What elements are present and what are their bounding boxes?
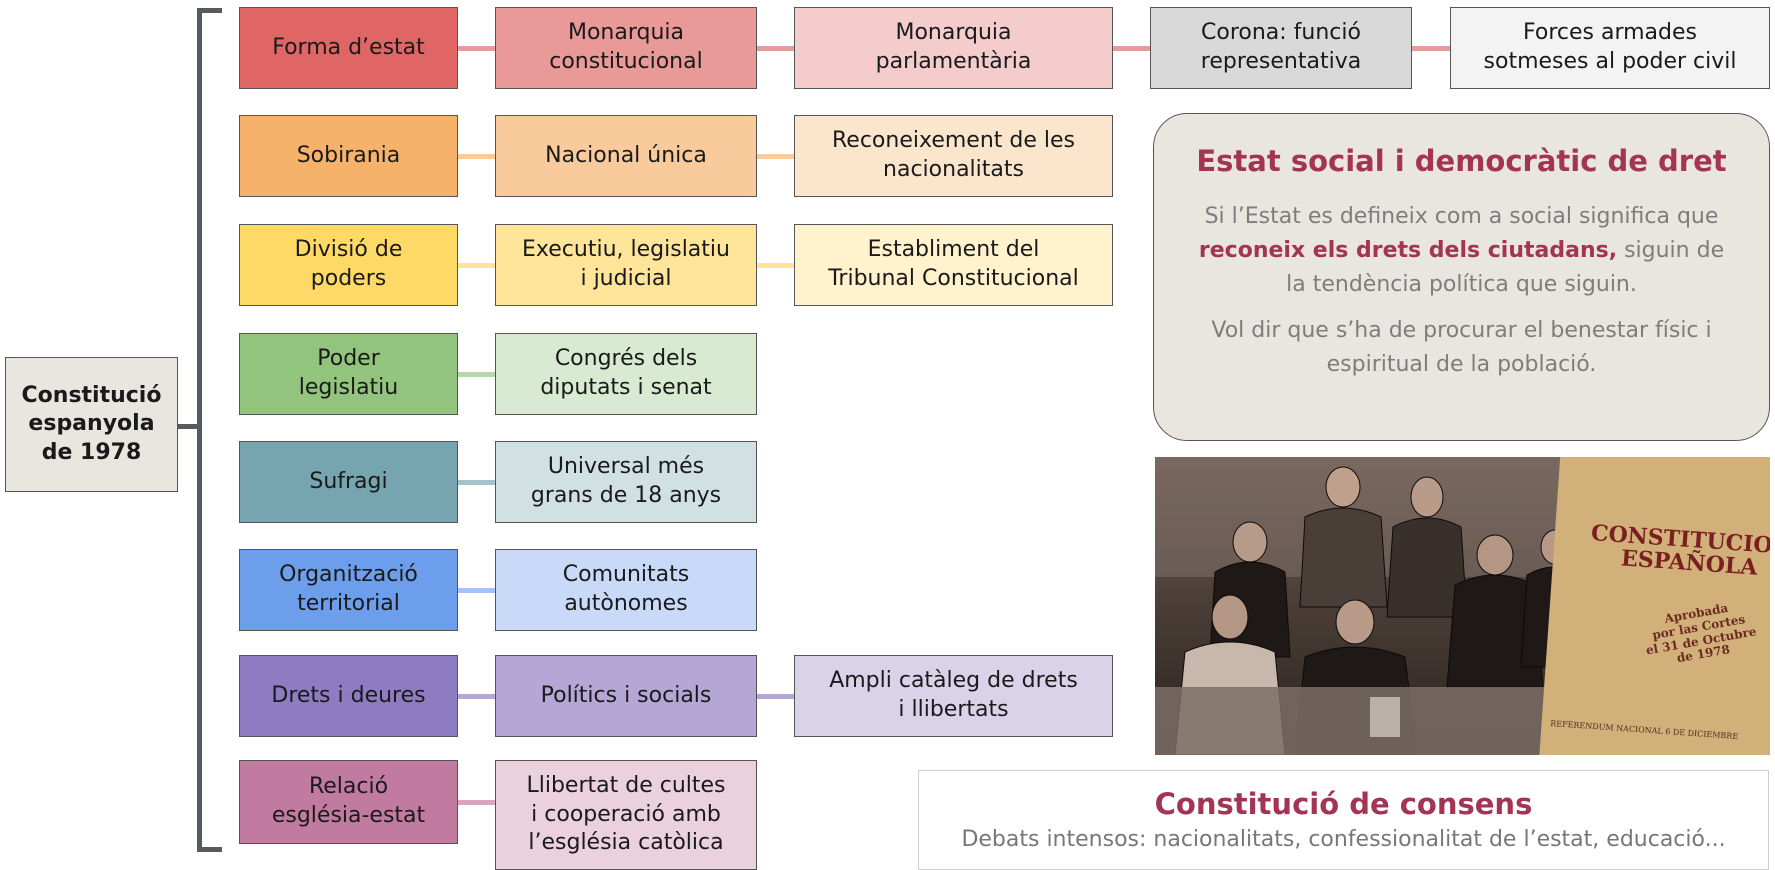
consensus-box: Constitució de consens Debats intensos: … (918, 770, 1769, 870)
drets-box-1: Drets i deures (239, 655, 458, 737)
territorial-box-1: Organització territorial (239, 549, 458, 631)
legislatiu-box-2: Congrés dels diputats i senat (495, 333, 757, 415)
consensus-title: Constitució de consens (1154, 787, 1533, 821)
panel-highlight: reconeix els drets dels ciutadans, (1198, 238, 1618, 264)
forma-box-3: Monarquia parlamentària (794, 7, 1113, 89)
territorial-connector-1 (458, 588, 495, 593)
consensus-text: Debats intensos: nacionalitats, confessi… (961, 827, 1726, 852)
divisio-connector-1 (458, 263, 495, 268)
territorial-box-2: Comunitats autònomes (495, 549, 757, 631)
sobirania-box-1: Sobirania (239, 115, 458, 197)
forma-box-2: Monarquia constitucional (495, 7, 757, 89)
relacio-box-1: Relació església-estat (239, 760, 458, 844)
sufragi-box-2: Universal més grans de 18 anys (495, 441, 757, 523)
divisio-box-3: Establiment del Tribunal Constitucional (794, 224, 1113, 306)
social-state-panel: Estat social i democràtic de dret Si l’E… (1153, 113, 1770, 441)
legislatiu-connector-1 (458, 372, 495, 377)
sufragi-box-1: Sufragi (239, 441, 458, 523)
forma-box-1: Forma d’estat (239, 7, 458, 89)
sobirania-box-3: Reconeixement de les nacionalitats (794, 115, 1113, 197)
legislatiu-box-1: Poder legislatiu (239, 333, 458, 415)
relacio-box-2: Llibertat de cultes i cooperació amb l’e… (495, 760, 757, 870)
sobirania-box-2: Nacional única (495, 115, 757, 197)
forma-connector-2 (757, 46, 794, 51)
sobirania-connector-1 (458, 154, 495, 159)
root-node: Constitució espanyola de 1978 (5, 357, 178, 492)
divisio-connector-2 (757, 263, 794, 268)
drets-box-3: Ampli catàleg de drets i llibertats (794, 655, 1113, 737)
drets-box-2: Polítics i socials (495, 655, 757, 737)
forma-box-4: Corona: funció representativa (1150, 7, 1412, 89)
constitution-book (1539, 457, 1770, 755)
root-connector (178, 424, 200, 429)
panel-title: Estat social i democràtic de dret (1196, 144, 1727, 178)
panel-paragraph-1: Si l’Estat es defineix com a social sign… (1198, 204, 1725, 298)
sufragi-connector-1 (458, 480, 495, 485)
sobirania-connector-2 (757, 154, 794, 159)
drets-connector-2 (757, 694, 794, 699)
forma-box-5: Forces armades sotmeses al poder civil (1450, 7, 1770, 89)
relacio-connector-1 (458, 800, 495, 805)
constitution-photo: CONSTITUCION ESPAÑOLA Aprobada por las C… (1155, 457, 1770, 755)
drets-connector-1 (458, 694, 495, 699)
forma-connector-1 (458, 46, 495, 51)
divisio-box-1: Divisió de poders (239, 224, 458, 306)
forma-connector-4 (1412, 46, 1450, 51)
main-bracket (197, 8, 222, 852)
forma-connector-3 (1113, 46, 1150, 51)
panel-paragraph-2: Vol dir que s’ha de procurar el benestar… (1211, 318, 1712, 378)
photo-illustration (1155, 457, 1770, 755)
divisio-box-2: Executiu, legislatiu i judicial (495, 224, 757, 306)
